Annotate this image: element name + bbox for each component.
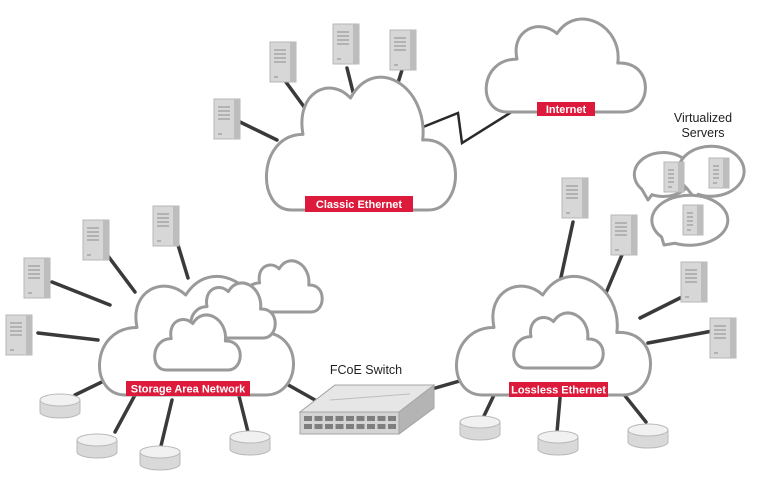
internet-label-text: Internet [546, 104, 587, 116]
connection-link [158, 398, 174, 452]
connection-link [480, 391, 497, 422]
connection-link [620, 390, 648, 424]
server-icon [709, 317, 737, 359]
disk-icon [459, 415, 501, 441]
connection-link [238, 120, 279, 142]
server-icon [610, 214, 638, 256]
labels: Internet Classic Ethernet Storage Area N… [126, 102, 732, 397]
server-icon [663, 161, 685, 193]
connection-link [113, 393, 137, 434]
connection-link [604, 248, 626, 295]
server-icon [680, 261, 708, 303]
lossless-ethernet-label-text: Lossless Ethernet [511, 385, 606, 397]
connection-link [236, 390, 250, 434]
server-icon [82, 219, 110, 261]
server-icon [152, 205, 180, 247]
virtualized-servers-label-line2: Servers [681, 126, 724, 140]
wan-link [417, 106, 519, 146]
classic-ethernet-label: Classic Ethernet [305, 196, 413, 212]
server-icon [682, 204, 704, 236]
storage-area-network-label: Storage Area Network [126, 381, 250, 396]
cloud-lossless-inner [512, 311, 605, 370]
clouds [98, 17, 746, 397]
server-icon [23, 257, 51, 299]
cloud-classic-ethernet [264, 75, 457, 212]
disk-icon [139, 445, 181, 471]
connection-link [176, 243, 190, 280]
lossless-ethernet-label: Lossless Ethernet [509, 382, 608, 397]
cloud-internet [484, 17, 647, 114]
server-icon [332, 23, 360, 65]
server-icon [5, 314, 33, 356]
server-icon [269, 41, 297, 83]
disk-icon [229, 430, 271, 456]
server-icon [561, 177, 589, 219]
cloud-san-inner-1 [153, 313, 242, 372]
connection-link [106, 254, 137, 294]
server-icon [708, 157, 730, 189]
storage-area-network-label-text: Storage Area Network [131, 384, 246, 396]
internet-label: Internet [537, 102, 595, 116]
disk-icon [627, 423, 669, 449]
virtualized-servers-label-line1: Virtualized [674, 111, 732, 125]
classic-ethernet-label-text: Classic Ethernet [316, 199, 403, 211]
connection-link [558, 220, 575, 284]
disk-icon [76, 433, 118, 459]
connection-link [50, 280, 112, 307]
connection-link [36, 331, 100, 342]
server-icon [213, 98, 241, 140]
connection-link [555, 396, 562, 434]
server-icon [389, 29, 417, 71]
devices [5, 23, 737, 471]
fcoe-switch-label: FCoE Switch [330, 363, 402, 377]
disk-icon [39, 393, 81, 419]
fcoe-switch-icon [298, 383, 436, 435]
connection-link [646, 328, 720, 345]
disk-icon [537, 430, 579, 456]
